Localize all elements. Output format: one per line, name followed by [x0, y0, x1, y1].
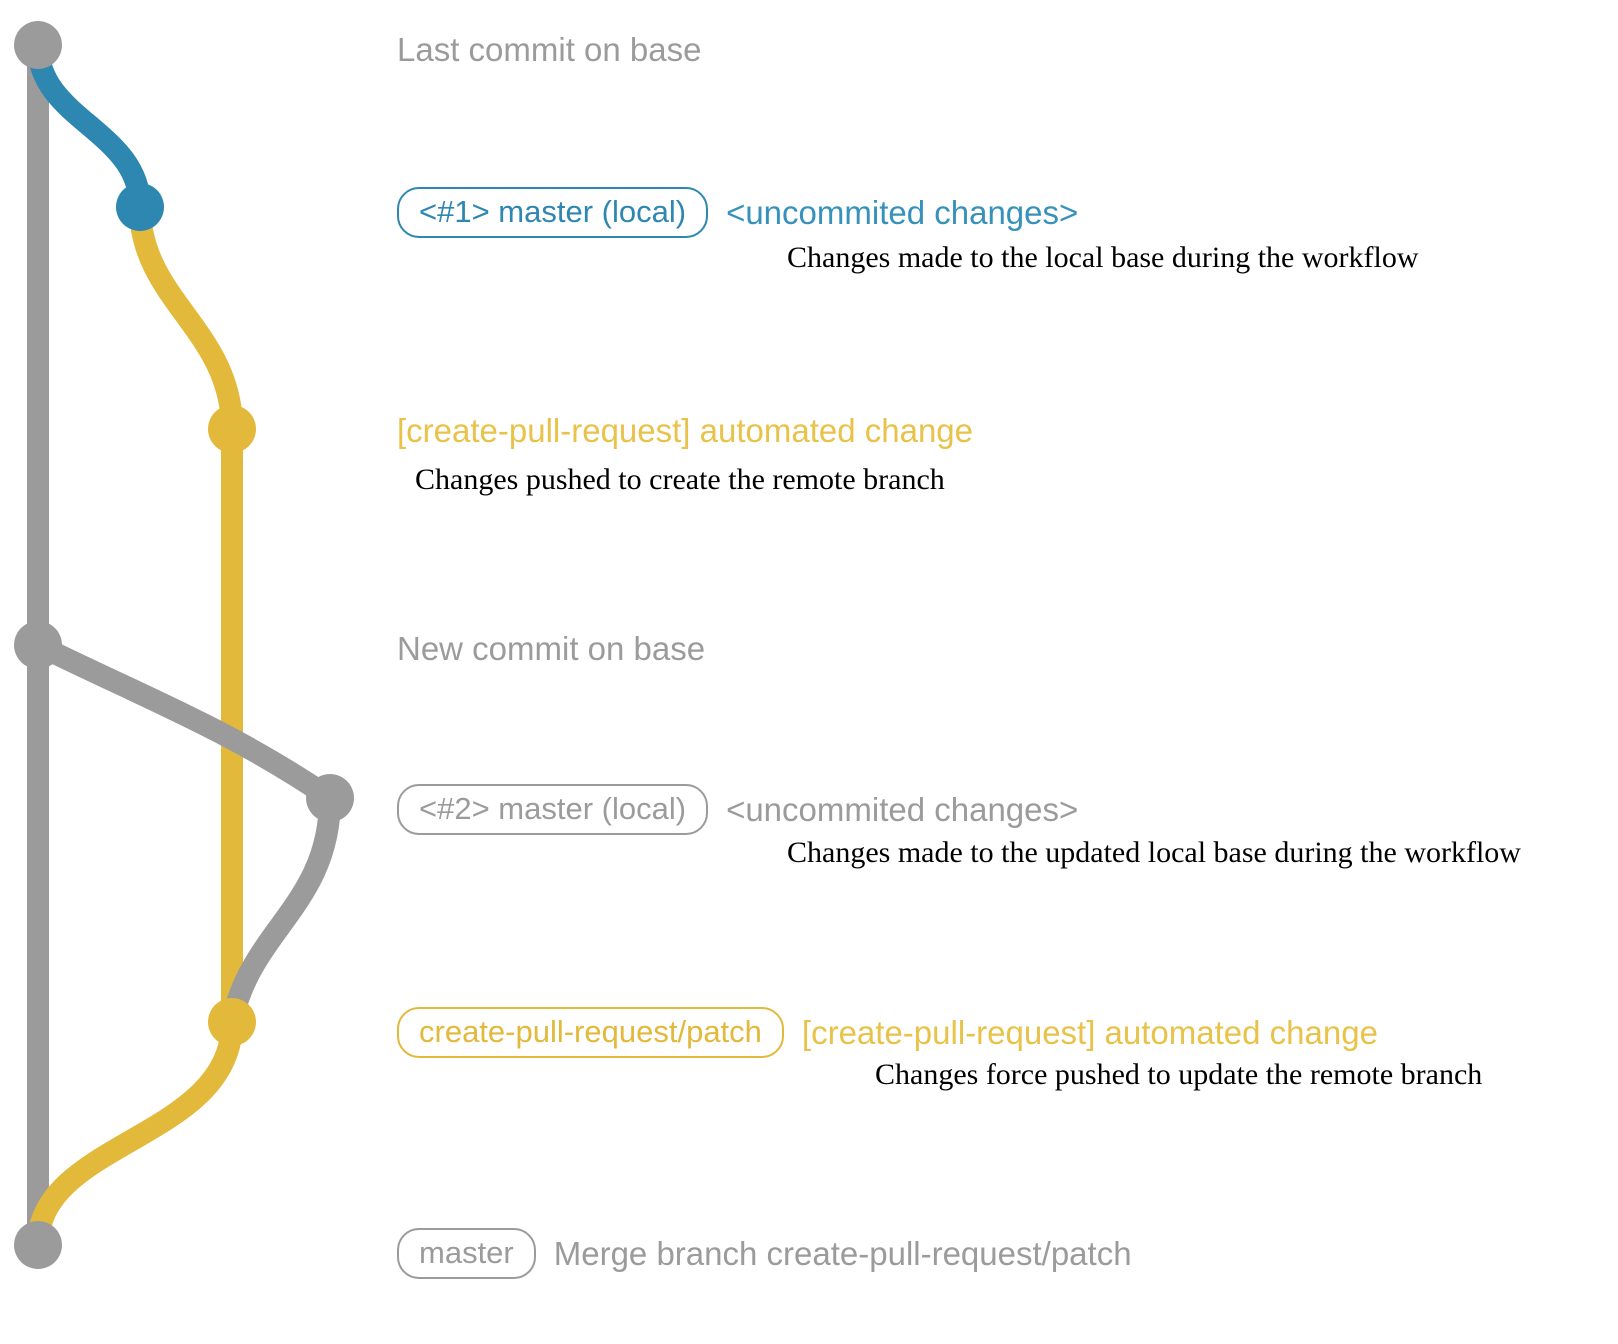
commit-description-automated-change-1: Changes pushed to create the remote bran…: [415, 463, 945, 496]
row-automated-change-2: create-pull-request/patch [create-pull-r…: [397, 1007, 1378, 1058]
commit-description-automated-change-2: Changes force pushed to update the remot…: [875, 1058, 1483, 1091]
commit-description-local-2: Changes made to the updated local base d…: [787, 836, 1521, 869]
commit-node-merge-commit[interactable]: [14, 1221, 62, 1269]
commit-headline-automated-change-1: [create-pull-request] automated change: [397, 412, 974, 449]
commit-headline-last-commit-on-base: Last commit on base: [397, 31, 702, 68]
branch-pill-master[interactable]: master: [397, 1228, 536, 1279]
row-local-2: <#2> master (local) <uncommited changes>: [397, 784, 1078, 835]
local2-to-patch2-edge: [221, 787, 341, 1033]
commit-headline-merge-commit: Merge branch create-pull-request/patch: [553, 1235, 1132, 1272]
row-new-commit-on-base: New commit on base: [397, 632, 705, 665]
commit-node-local-2[interactable]: [306, 774, 354, 822]
local1-to-patch1-edge: [129, 196, 243, 440]
row-automated-change-1: [create-pull-request] automated change: [397, 414, 973, 447]
branch-pill-create-pull-request-patch[interactable]: create-pull-request/patch: [397, 1007, 784, 1058]
base-to-local1-edge: [27, 34, 151, 218]
commit-headline-local-1: <uncommited changes>: [726, 194, 1079, 231]
base-to-local2-edge: [27, 634, 341, 809]
commit-node-last-commit-on-base[interactable]: [14, 21, 62, 69]
commit-node-local-1[interactable]: [116, 183, 164, 231]
row-last-commit-on-base: Last commit on base: [397, 33, 701, 66]
row-merge-commit: master Merge branch create-pull-request/…: [397, 1228, 1132, 1279]
commit-node-automated-change-2[interactable]: [208, 998, 256, 1046]
patch2-to-merge-edge: [27, 1011, 243, 1256]
branch-pill-local-2[interactable]: <#2> master (local): [397, 784, 709, 835]
commit-node-automated-change-1[interactable]: [208, 405, 256, 453]
commit-headline-local-2: <uncommited changes>: [726, 791, 1079, 828]
commit-headline-new-commit-on-base: New commit on base: [397, 630, 706, 667]
commit-description-local-1: Changes made to the local base during th…: [787, 241, 1419, 274]
branch-pill-local-1[interactable]: <#1> master (local): [397, 187, 709, 238]
commit-node-new-commit-on-base[interactable]: [14, 621, 62, 669]
commit-headline-automated-change-2: [create-pull-request] automated change: [801, 1014, 1378, 1051]
row-local-1: <#1> master (local) <uncommited changes>: [397, 187, 1078, 238]
